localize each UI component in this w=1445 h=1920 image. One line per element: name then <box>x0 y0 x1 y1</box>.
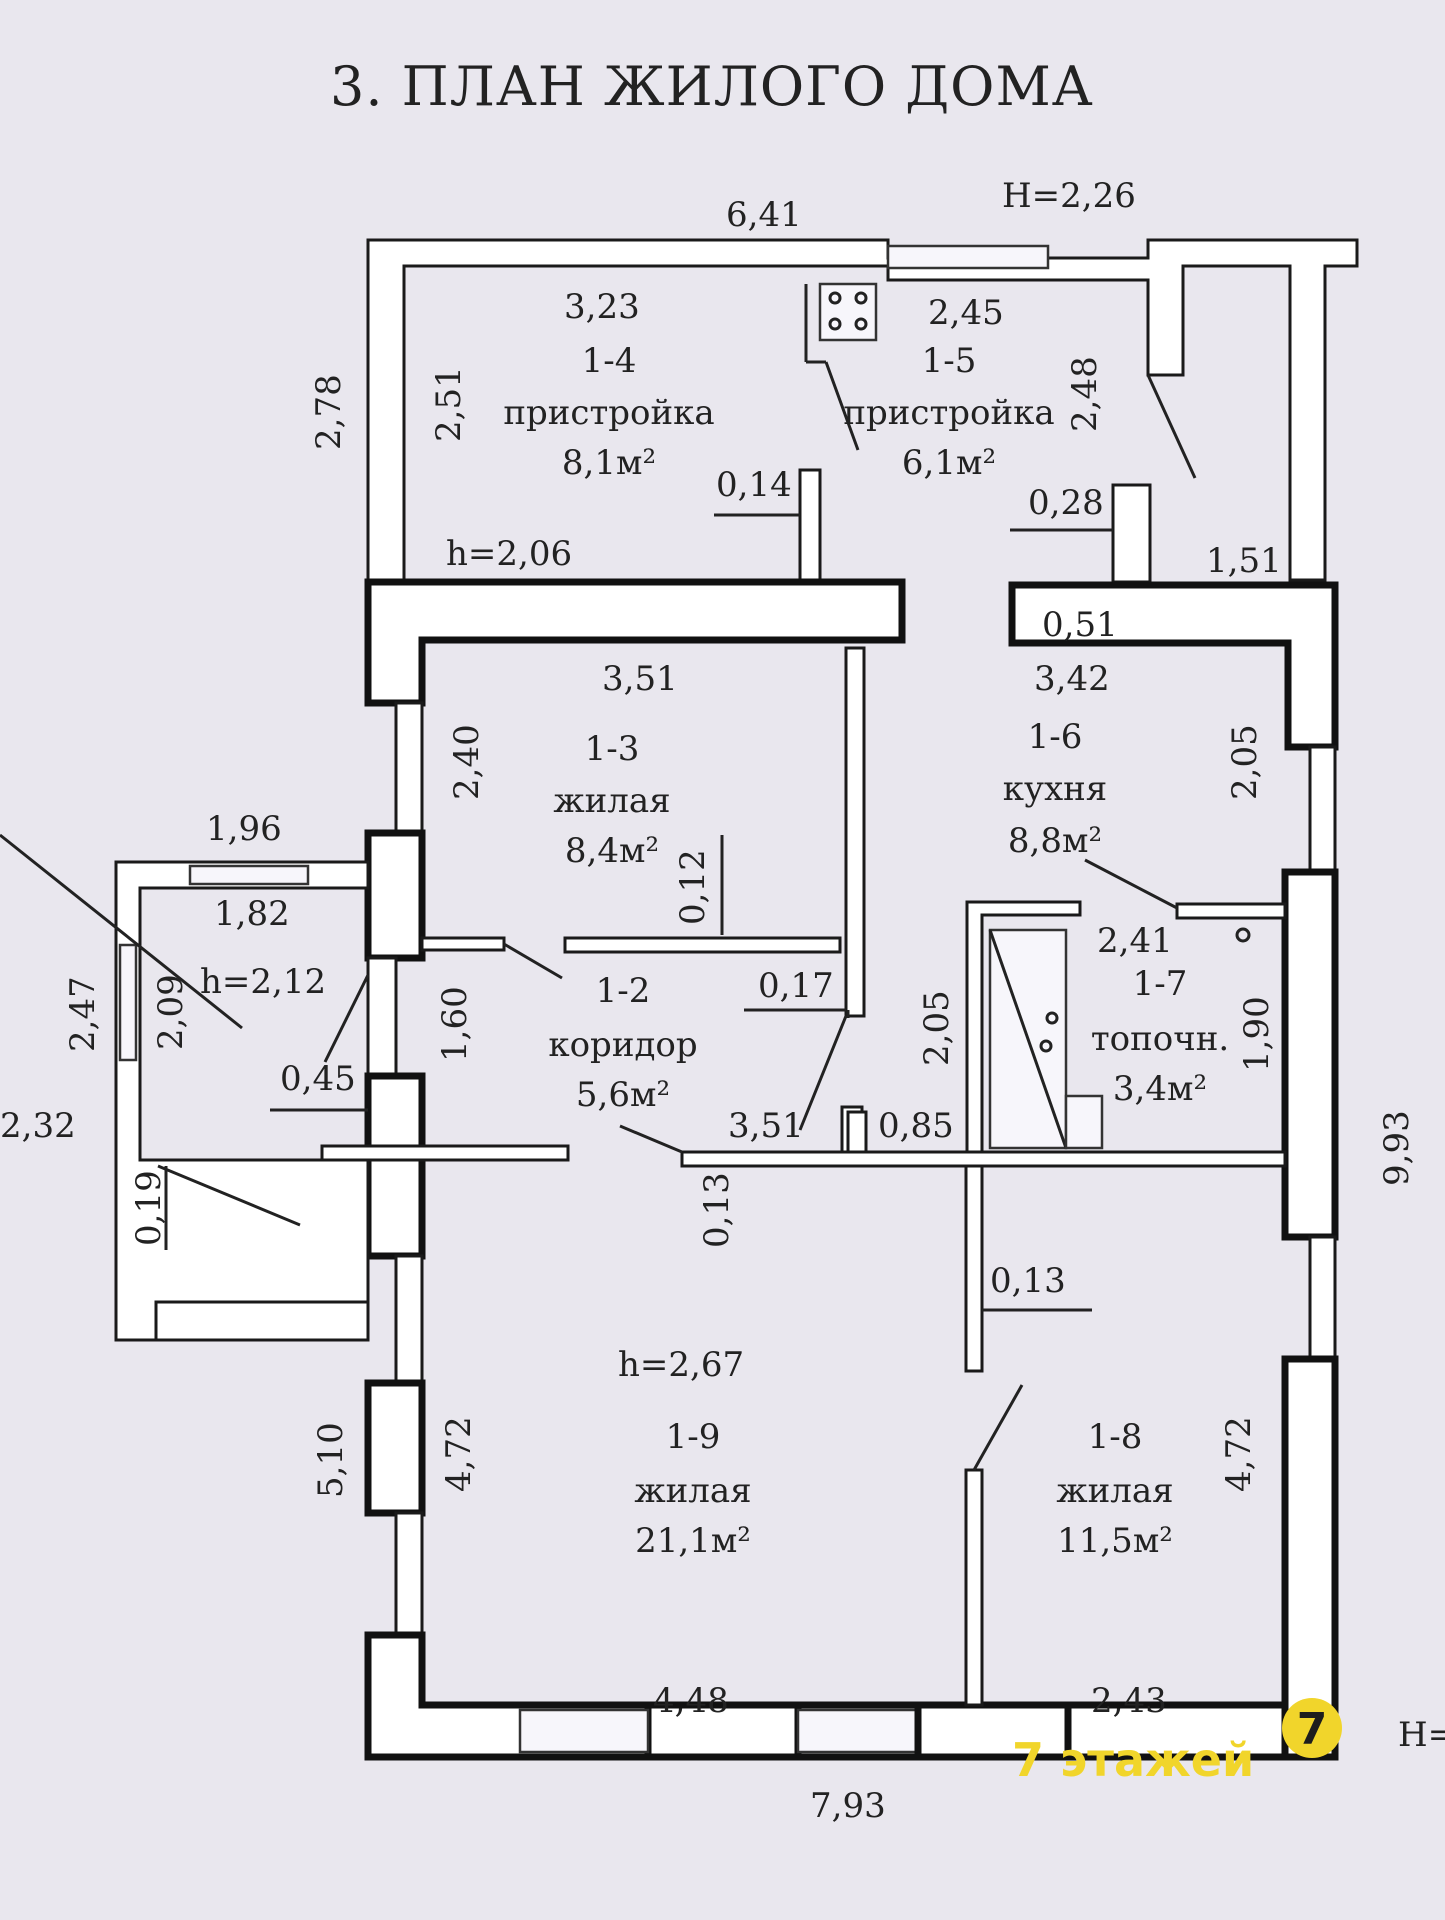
svg-text:2,05: 2,05 <box>1225 724 1265 800</box>
svg-text:2,41: 2,41 <box>1097 921 1173 961</box>
door-swing <box>1084 858 1178 910</box>
door-swing <box>824 361 860 451</box>
svg-text:0,19: 0,19 <box>129 1170 169 1246</box>
svg-text:0,13: 0,13 <box>697 1172 737 1248</box>
svg-text:4,48: 4,48 <box>653 1681 729 1721</box>
svg-text:8,1м²: 8,1м² <box>562 443 656 483</box>
svg-text:1-8: 1-8 <box>1088 1417 1143 1457</box>
svg-text:3,51: 3,51 <box>728 1106 804 1146</box>
svg-text:4,72: 4,72 <box>439 1416 479 1492</box>
svg-text:1,90: 1,90 <box>1237 996 1277 1072</box>
svg-text:2,40: 2,40 <box>447 724 487 800</box>
watermark-brand: 7 этажей <box>1012 1733 1254 1787</box>
svg-text:6,1м²: 6,1м² <box>902 443 996 483</box>
svg-text:0,45: 0,45 <box>280 1059 356 1099</box>
svg-text:4,72: 4,72 <box>1219 1416 1259 1492</box>
svg-text:1,82: 1,82 <box>214 894 290 934</box>
room-1-2: 1-2 коридор 5,6м² <box>548 971 697 1115</box>
svg-text:2,09: 2,09 <box>151 974 191 1050</box>
door-swing <box>972 1384 1024 1471</box>
svg-text:2,45: 2,45 <box>928 293 1004 333</box>
room-1-7: 1-7 топочн. 3,4м² <box>1091 964 1229 1109</box>
svg-text:1,60: 1,60 <box>435 986 475 1062</box>
room-1-4: 1-4 пристройка 8,1м² <box>503 341 714 483</box>
svg-text:1-5: 1-5 <box>922 341 977 381</box>
svg-text:1-6: 1-6 <box>1028 717 1083 757</box>
door-swing <box>323 974 370 1063</box>
svg-text:1,96: 1,96 <box>206 809 282 849</box>
svg-text:жилая: жилая <box>553 781 670 821</box>
svg-text:5,6м²: 5,6м² <box>576 1075 670 1115</box>
svg-text:8,8м²: 8,8м² <box>1008 821 1102 861</box>
svg-text:6,41: 6,41 <box>726 195 802 235</box>
svg-text:2,32: 2,32 <box>0 1106 76 1146</box>
svg-text:0,85: 0,85 <box>878 1106 954 1146</box>
svg-text:3,23: 3,23 <box>564 287 640 327</box>
height-annex: h=2,06 <box>446 534 572 574</box>
svg-text:1,51: 1,51 <box>1206 541 1282 581</box>
room-1-9: 1-9 жилая 21,1м² <box>634 1417 751 1561</box>
room-1-8: 1-8 жилая 11,5м² <box>1056 1417 1173 1561</box>
height-cut-right: H= <box>1398 1715 1445 1755</box>
door-swing <box>619 1124 683 1154</box>
svg-text:2,43: 2,43 <box>1091 1681 1167 1721</box>
svg-text:топочн.: топочн. <box>1091 1019 1229 1059</box>
annex-walls <box>366 238 1359 584</box>
brand-logo-icon: 7 <box>1282 1698 1342 1758</box>
svg-text:2,78: 2,78 <box>309 374 349 450</box>
svg-text:9,93: 9,93 <box>1377 1110 1417 1186</box>
height-porch: h=2,12 <box>200 962 326 1002</box>
svg-text:1-4: 1-4 <box>582 341 637 381</box>
watermark: 7 этажей 7 <box>1012 1698 1342 1787</box>
svg-text:2,48: 2,48 <box>1065 356 1105 432</box>
svg-text:жилая: жилая <box>1056 1471 1173 1511</box>
svg-text:3,42: 3,42 <box>1034 659 1110 699</box>
svg-text:0,17: 0,17 <box>758 966 834 1006</box>
door-swing <box>1146 374 1197 479</box>
svg-text:3,4м²: 3,4м² <box>1113 1069 1207 1109</box>
partitions <box>320 646 1287 1707</box>
svg-text:7,93: 7,93 <box>810 1786 886 1826</box>
main-walls <box>364 578 1339 1761</box>
svg-text:2,51: 2,51 <box>429 366 469 442</box>
room-1-5: 1-5 пристройка 6,1м² <box>843 341 1054 483</box>
svg-text:8,4м²: 8,4м² <box>565 831 659 871</box>
svg-text:2,05: 2,05 <box>917 990 957 1066</box>
svg-text:21,1м²: 21,1м² <box>635 1521 751 1561</box>
svg-text:2,47: 2,47 <box>63 976 103 1052</box>
svg-text:1-2: 1-2 <box>596 971 651 1011</box>
svg-text:1-9: 1-9 <box>666 1417 721 1457</box>
door-swing <box>503 942 563 980</box>
brand-logo-digit: 7 <box>1297 1704 1328 1755</box>
door-swing <box>798 1015 848 1131</box>
svg-text:пристройка: пристройка <box>503 393 714 433</box>
room-1-3: 1-3 жилая 8,4м² <box>553 729 670 871</box>
svg-text:коридор: коридор <box>548 1025 697 1065</box>
svg-text:0,14: 0,14 <box>716 465 792 505</box>
svg-text:1-7: 1-7 <box>1133 964 1188 1004</box>
height-total: H=2,26 <box>1002 176 1136 216</box>
height-labels: H=2,26 h=2,06 h=2,12 h=2,67 H= <box>200 176 1445 1755</box>
svg-text:11,5м²: 11,5м² <box>1057 1521 1173 1561</box>
svg-text:0,28: 0,28 <box>1028 483 1104 523</box>
svg-text:0,12: 0,12 <box>673 849 713 925</box>
dimension-labels: 6,41 3,23 2,45 2,78 2,51 2,48 0,14 0,28 … <box>0 195 1417 1826</box>
svg-text:0,51: 0,51 <box>1042 605 1118 645</box>
room-1-6: 1-6 кухня 8,8м² <box>1003 717 1108 861</box>
svg-text:1-3: 1-3 <box>585 729 640 769</box>
svg-text:5,10: 5,10 <box>311 1422 351 1498</box>
svg-text:0,13: 0,13 <box>990 1261 1066 1301</box>
annex-window <box>886 244 1050 270</box>
stove-symbol <box>818 282 878 342</box>
porch-walls <box>0 833 370 1342</box>
room-labels: 1-2 коридор 5,6м² 1-3 жилая 8,4м² 1-4 пристро… <box>503 341 1229 1561</box>
svg-text:пристройка: пристройка <box>843 393 1054 433</box>
svg-text:кухня: кухня <box>1003 769 1108 809</box>
svg-text:жилая: жилая <box>634 1471 751 1511</box>
height-main: h=2,67 <box>618 1345 744 1385</box>
plan-title: 3. ПЛАН ЖИЛОГО ДОМА <box>330 55 1094 118</box>
svg-text:3,51: 3,51 <box>602 659 678 699</box>
